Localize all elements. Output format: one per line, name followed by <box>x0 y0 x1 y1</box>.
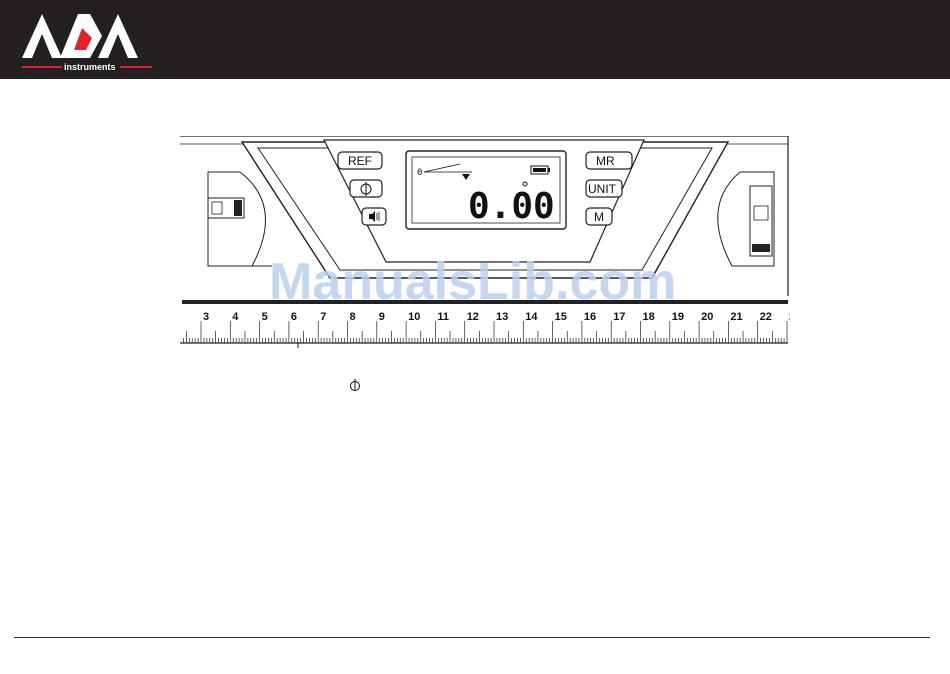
right-bubble-vial <box>750 186 772 256</box>
ruler-number: 10 <box>408 311 420 323</box>
ruler-number: 12 <box>467 311 479 323</box>
watermark-text: ManualsLib.com <box>269 252 676 312</box>
mr-button[interactable]: MR <box>586 152 632 169</box>
svg-text:UNIT: UNIT <box>588 182 617 196</box>
left-bubble-vial <box>208 198 244 218</box>
ruler-numbers: 3456789101112131415161718192021222 <box>203 311 790 323</box>
ruler-scale <box>183 321 787 343</box>
battery-icon <box>531 166 550 174</box>
power-icon <box>349 378 361 392</box>
lcd-reading: 0.00 <box>468 186 555 227</box>
ruler-number: 5 <box>262 311 268 323</box>
ruler-number: 22 <box>760 311 772 323</box>
ruler-number: 9 <box>379 311 385 323</box>
unit-button[interactable]: UNIT <box>586 180 622 197</box>
ruler-number: 21 <box>730 311 742 323</box>
ruler-number: 2 <box>789 311 790 323</box>
ruler-number: 4 <box>232 311 239 323</box>
ruler-number: 16 <box>584 311 596 323</box>
svg-text:MR: MR <box>596 154 615 168</box>
ruler-number: 11 <box>437 311 449 323</box>
svg-text:M: M <box>594 210 604 224</box>
power-button[interactable] <box>350 180 382 197</box>
ruler-number: 3 <box>203 311 209 323</box>
digital-level-illustration: 0 0.00 REF MR UNIT M <box>180 136 790 351</box>
footer-divider <box>14 637 930 638</box>
m-button[interactable]: M <box>586 208 612 225</box>
ruler-number: 6 <box>291 311 297 323</box>
ruler-number: 18 <box>643 311 655 323</box>
ruler-number: 13 <box>496 311 508 323</box>
lcd-zero-marker: 0 <box>417 168 422 178</box>
ref-button[interactable]: REF <box>338 152 382 169</box>
ruler-number: 19 <box>672 311 684 323</box>
page-header: instruments <box>0 0 950 79</box>
brand-subtitle: instruments <box>64 62 116 72</box>
svg-text:REF: REF <box>348 154 372 168</box>
ruler-number: 17 <box>613 311 625 323</box>
ruler-number: 20 <box>701 311 713 323</box>
ruler-number: 8 <box>350 311 356 323</box>
ruler-number: 14 <box>525 311 538 323</box>
ada-logo: instruments <box>20 6 160 74</box>
sound-button[interactable] <box>362 208 386 225</box>
ruler-number: 7 <box>320 311 326 323</box>
ruler-number: 15 <box>555 311 567 323</box>
